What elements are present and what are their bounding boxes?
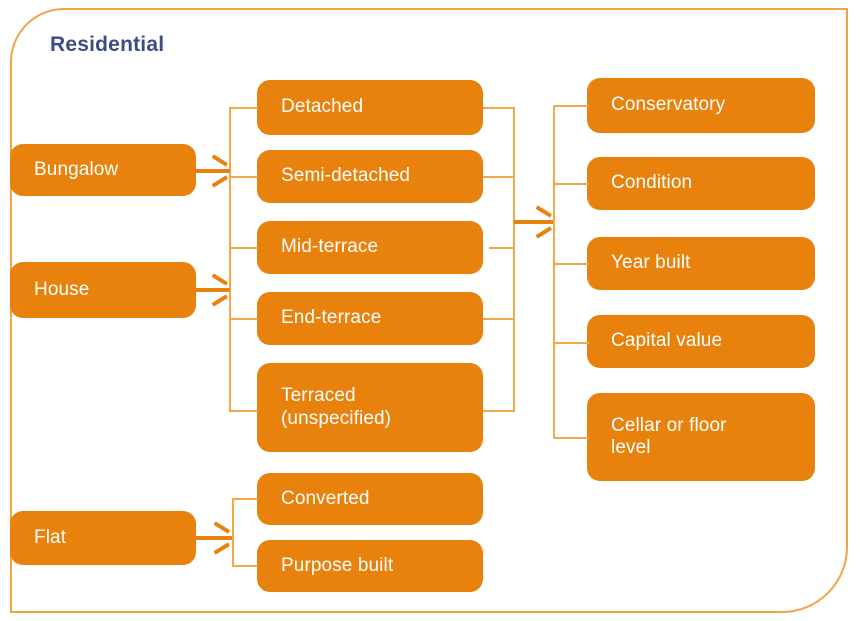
arrow-head xyxy=(212,528,232,548)
connector-collect-terraced-unspecified xyxy=(483,410,515,412)
arrow-builtform-to-attributes xyxy=(514,212,554,232)
node-house[interactable]: House xyxy=(10,262,196,318)
arrow-flat-to-flatforms xyxy=(196,528,232,548)
node-capital-value[interactable]: Capital value xyxy=(587,315,815,368)
node-semi-detached[interactable]: Semi-detached xyxy=(257,150,483,203)
connector-stub-mid-terrace xyxy=(229,247,258,249)
node-terraced-unspecified-label: Terraced (unspecified) xyxy=(281,385,391,430)
node-year-built-label: Year built xyxy=(611,252,691,274)
node-bungalow-label: Bungalow xyxy=(34,158,119,180)
node-cellar-or-floor-level-line2: level xyxy=(611,437,651,458)
node-semi-detached-label: Semi-detached xyxy=(281,165,411,187)
node-mid-terrace-label: Mid-terrace xyxy=(281,236,379,258)
arrow-head xyxy=(534,212,554,232)
page-title: Residential xyxy=(50,33,165,56)
node-terraced-unspecified-line1: Terraced xyxy=(281,385,356,407)
connector-attributes-spine xyxy=(553,105,555,438)
node-terraced-unspecified[interactable]: Terraced (unspecified) xyxy=(257,363,483,452)
node-year-built[interactable]: Year built xyxy=(587,237,815,290)
connector-stub-terraced-unspecified xyxy=(229,410,258,412)
node-house-label: House xyxy=(34,278,90,300)
connector-builtform-collect-spine xyxy=(513,107,515,411)
connector-stub-detached xyxy=(229,107,258,109)
connector-stub-cellar-or-floor-level xyxy=(553,437,589,439)
node-converted-label: Converted xyxy=(281,487,370,509)
node-cellar-or-floor-level-label: Cellar or floor level xyxy=(611,415,727,460)
node-purpose-built[interactable]: Purpose built xyxy=(257,540,483,592)
node-cellar-or-floor-level-line1: Cellar or floor xyxy=(611,414,727,436)
connector-collect-semi-detached xyxy=(483,176,515,178)
node-flat-label: Flat xyxy=(34,526,67,548)
connector-stub-capital-value xyxy=(553,342,589,344)
node-cellar-or-floor-level[interactable]: Cellar or floor level xyxy=(587,393,815,481)
connector-stub-conservatory xyxy=(553,105,589,107)
node-purpose-built-label: Purpose built xyxy=(281,554,394,576)
node-flat[interactable]: Flat xyxy=(10,511,196,565)
connector-builtform-spine xyxy=(229,107,231,411)
node-converted[interactable]: Converted xyxy=(257,473,483,525)
connector-stub-condition xyxy=(553,183,589,185)
node-mid-terrace[interactable]: Mid-terrace xyxy=(257,221,483,274)
arrow-bungalow-to-builtform xyxy=(196,161,230,181)
arrow-house-to-builtform xyxy=(196,280,230,300)
arrow-head xyxy=(210,280,230,300)
connector-collect-end-terrace xyxy=(483,318,515,320)
node-condition[interactable]: Condition xyxy=(587,157,815,210)
connector-collect-detached xyxy=(483,107,515,109)
arrow-head xyxy=(210,161,230,181)
connector-collect-mid-terrace xyxy=(489,247,515,249)
node-end-terrace[interactable]: End-terrace xyxy=(257,292,483,345)
node-capital-value-label: Capital value xyxy=(611,330,723,352)
node-terraced-unspecified-line2: (unspecified) xyxy=(281,407,392,429)
node-conservatory-label: Conservatory xyxy=(611,94,726,116)
node-detached-label: Detached xyxy=(281,96,364,118)
connector-stub-converted xyxy=(232,498,258,500)
node-end-terrace-label: End-terrace xyxy=(281,307,382,329)
connector-stub-purpose-built xyxy=(232,565,258,567)
connector-flat-forms-spine xyxy=(232,498,234,566)
node-conservatory[interactable]: Conservatory xyxy=(587,78,815,133)
node-bungalow[interactable]: Bungalow xyxy=(10,144,196,196)
node-condition-label: Condition xyxy=(611,172,693,194)
connector-stub-year-built xyxy=(553,263,589,265)
node-detached[interactable]: Detached xyxy=(257,80,483,135)
connector-stub-semi-detached xyxy=(229,176,258,178)
connector-stub-end-terrace xyxy=(229,318,258,320)
